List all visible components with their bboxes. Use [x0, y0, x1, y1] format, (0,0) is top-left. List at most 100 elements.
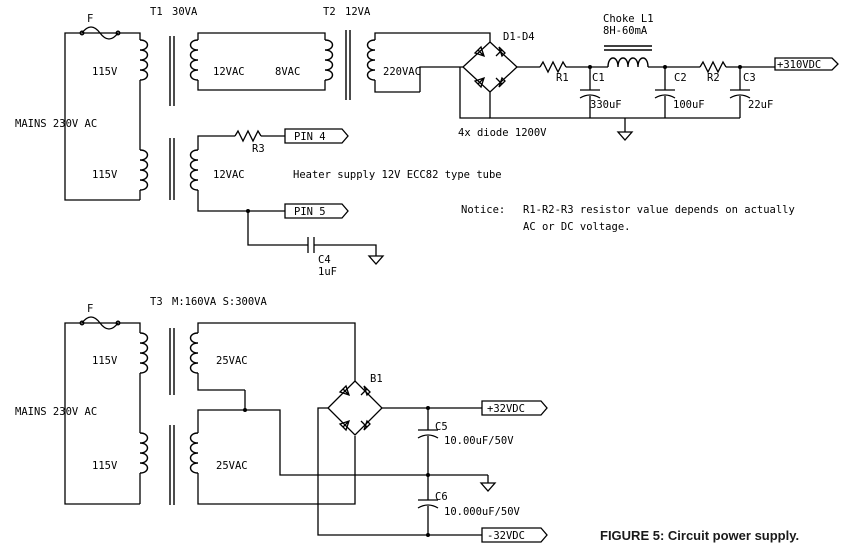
r2-resistor: [699, 60, 727, 74]
c6-value: 10.000uF/50V: [444, 506, 521, 518]
bridge-neg-rail: [317, 407, 482, 536]
fuse-label-bottom: F: [87, 303, 93, 315]
pin4-label: PIN 4: [294, 131, 326, 143]
t3-sec-center-lower: [197, 390, 246, 433]
t1-t2-link-bottom: [197, 80, 326, 91]
c3-value: 22uF: [748, 99, 773, 111]
t3-sec-to-bridge-bottom: [197, 436, 356, 505]
notice-label: Notice:: [461, 204, 505, 216]
bottom-circuit: F T3 M:160VA S:300VA 115V MAINS 230V AC …: [15, 296, 548, 543]
pin5-label: PIN 5: [294, 206, 326, 218]
choke-value: 8H-60mA: [603, 25, 648, 37]
bridge-ac-in: [419, 66, 463, 92]
fuse-to-t1-wire: [118, 32, 141, 40]
t2-rating: 12VA: [345, 6, 371, 18]
mains-label-top: MAINS 230V AC: [15, 118, 97, 130]
primary-upper-voltage: 115V: [92, 66, 118, 78]
c4-label: C4: [318, 254, 331, 266]
primary-lower-voltage: 115V: [92, 169, 118, 181]
t3-secondary-upper-voltage: 25VAC: [216, 355, 248, 367]
bridge-b1: [327, 380, 383, 436]
t1-secondary-lower-coil: [189, 149, 199, 191]
t3-sec-to-bridge-top: [197, 322, 356, 381]
c5-label: C5: [435, 421, 448, 433]
primary-upper-voltage-bottom: 115V: [92, 355, 118, 367]
r3-label: R3: [252, 143, 265, 155]
mains-wire-bottom: [64, 322, 140, 505]
c4-capacitor: [307, 237, 315, 253]
fuse-terminal: [79, 320, 85, 326]
t1-secondary-upper-coil: [189, 39, 199, 81]
c4-wire: [247, 211, 308, 246]
c4-to-ground: [314, 244, 377, 256]
t3-secondary-lower-voltage: 25VAC: [216, 460, 248, 472]
output-flag-neg: [481, 527, 548, 543]
t2-primary-voltage: 8VAC: [275, 66, 300, 78]
output-pos-label: +32VDC: [487, 403, 525, 415]
notice-line-2: AC or DC voltage.: [523, 221, 630, 233]
c5-value: 10.00uF/50V: [444, 435, 514, 447]
t2-to-bridge-top: [374, 32, 491, 42]
t3-primary-upper-coil: [139, 332, 149, 374]
t2-secondary-coil: [366, 39, 376, 81]
heater-pin5-wire: [197, 190, 285, 212]
c1-label: C1: [592, 72, 605, 84]
c6-capacitor: [417, 475, 439, 535]
output-hv-label: +310VDC: [777, 59, 821, 71]
t3-secondary-upper-coil: [189, 332, 199, 374]
c1-capacitor: [579, 67, 601, 118]
ground-symbol-c4: [367, 255, 385, 265]
ground-symbol-bottom: [479, 475, 497, 492]
b1-label: B1: [370, 373, 383, 385]
fuse-terminal: [79, 30, 85, 36]
notice-line-1: R1-R2-R3 resistor value depends on actua…: [523, 204, 795, 216]
fuse-symbol-bottom: [81, 316, 119, 330]
bridge-d1-d4: [462, 41, 518, 93]
c4-value: 1uF: [318, 266, 337, 278]
heater-r3-wire: [197, 135, 235, 150]
t2-label: T2: [323, 6, 336, 18]
t1-secondary-upper-voltage: 12VAC: [213, 66, 245, 78]
c1-value: 330uF: [590, 99, 622, 111]
c5-capacitor: [417, 408, 439, 475]
t1-primary-upper-coil: [139, 39, 149, 81]
mains-label-bottom: MAINS 230V AC: [15, 406, 97, 418]
t2-to-bridge-bottom: [374, 80, 420, 93]
center-tap-ground-wire: [245, 409, 488, 476]
c6-label: C6: [435, 491, 448, 503]
heater-note: Heater supply 12V ECC82 type tube: [293, 169, 502, 181]
bridge-neg-return: [459, 67, 490, 119]
top-circuit: F T1 30VA T2 12VA 115V MAINS 230V AC 115…: [15, 6, 839, 278]
t2-secondary-voltage: 220VAC: [383, 66, 421, 78]
r2-label: R2: [707, 72, 720, 84]
t3-secondary-lower-coil: [189, 432, 199, 474]
t3-sec-center-upper: [197, 373, 245, 391]
output-flag-pos: [481, 400, 548, 416]
pin5-flag: [284, 203, 349, 219]
choke-label: Choke L1: [603, 13, 654, 25]
primary-lower-voltage-bottom: 115V: [92, 460, 118, 472]
diode-note: 4x diode 1200V: [458, 127, 547, 139]
t1-primary-lower-coil: [139, 149, 149, 191]
t1-secondary-lower-voltage: 12VAC: [213, 169, 245, 181]
pin4-flag: [284, 128, 349, 144]
ground-symbol: [616, 118, 634, 141]
c3-capacitor: [729, 67, 751, 118]
c2-capacitor: [654, 67, 676, 118]
t3-primary-lower-coil: [139, 432, 149, 474]
c2-label: C2: [674, 72, 687, 84]
mains-wire-top: [64, 32, 140, 201]
c3-label: C3: [743, 72, 756, 84]
r1-resistor: [539, 60, 567, 74]
t1-label: T1: [150, 6, 163, 18]
choke-l1: [607, 57, 649, 68]
r3-resistor: [234, 129, 262, 143]
t1-rating: 30VA: [172, 6, 198, 18]
bridge-label: D1-D4: [503, 31, 535, 43]
t3-label: T3: [150, 296, 163, 308]
t3-rating: M:160VA S:300VA: [172, 296, 268, 308]
t1-t2-link-top: [197, 32, 326, 40]
figure-caption: FIGURE 5: Circuit power supply.: [600, 528, 799, 543]
c2-value: 100uF: [673, 99, 705, 111]
